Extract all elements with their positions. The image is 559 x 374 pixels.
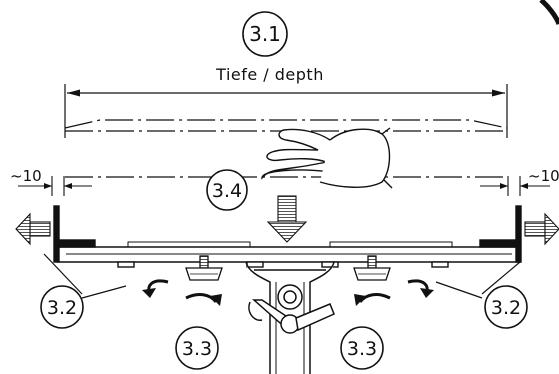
callout-3-1-label: 3.1: [249, 22, 281, 46]
callout-3-3-left: 3.3: [175, 326, 219, 370]
callout-3-2-left: 3.2: [40, 253, 84, 329]
press-down-arrow: [266, 195, 308, 243]
callout-3-2-right-label: 3.2: [491, 297, 521, 319]
right-offset-dimension: [480, 176, 550, 196]
extend-right-arrow: [524, 212, 559, 246]
depth-dimension-label: Tiefe / depth: [215, 65, 324, 84]
cropped-callout-edge: [539, 0, 559, 25]
callout-3-3-right: 3.3: [340, 326, 384, 370]
left-offset-dimension: [18, 176, 92, 196]
callout-3-1: 3.1: [242, 11, 288, 57]
callout-3-2-left-leader: [81, 285, 127, 299]
right-offset-label: ~10: [528, 167, 559, 185]
callout-3-2-left-label: 3.2: [47, 297, 77, 319]
left-knob: [185, 255, 223, 281]
hand-illustration: [261, 127, 393, 189]
callout-3-2-right: 3.2: [435, 261, 528, 329]
rack-body: [53, 205, 522, 268]
extend-left-arrow: [15, 212, 51, 246]
callout-3-3-left-label: 3.3: [182, 338, 212, 360]
callout-3-4: 3.4: [206, 169, 248, 211]
callout-3-4-label: 3.4: [212, 180, 242, 202]
callout-3-3-right-label: 3.3: [347, 338, 377, 360]
left-offset-label: ~10: [10, 167, 42, 185]
center-post-lever: [245, 261, 335, 374]
depth-dimension-line: [64, 84, 508, 138]
rotate-arrow-icon: [142, 279, 434, 306]
right-knob: [353, 255, 391, 281]
